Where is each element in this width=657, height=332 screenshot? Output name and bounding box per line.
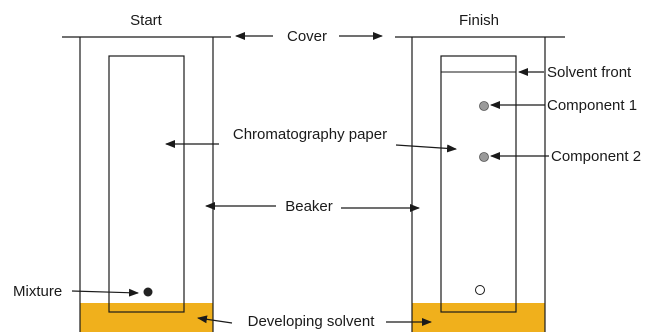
cover-label-group: Cover [235,28,383,45]
component-1-label-group: Component 1 [490,97,637,114]
chromatography-paper-label: Chromatography paper [233,126,387,143]
mixture-arrow [71,288,139,297]
beaker-label: Beaker [285,198,333,215]
origin-spot [475,285,485,295]
mixture-label-group: Mixture [13,283,139,300]
finish-heading: Finish [459,12,499,29]
component-2-spot [479,152,489,162]
paper-arrow-right [395,144,457,153]
start-chromatography-paper [108,55,185,313]
developing-solvent-label: Developing solvent [248,313,376,330]
chromatography-paper-label-group: Chromatography paper [165,126,457,153]
mixture-spot [143,287,153,297]
component-1-label: Component 1 [547,97,637,114]
developing-solvent-arrow-left [197,315,233,324]
start-beaker-group: Start [62,12,231,332]
mixture-label: Mixture [13,283,62,300]
developing-solvent-label-group: Developing solvent [197,313,432,330]
start-heading: Start [130,12,163,29]
solvent-front-label-group: Solvent front [518,64,632,81]
solvent-front-label: Solvent front [547,64,632,81]
finish-developing-solvent [412,303,545,332]
cover-label: Cover [287,28,327,45]
finish-chromatography-paper [440,55,517,313]
start-developing-solvent [80,303,213,332]
component-2-label-group: Component 2 [490,148,641,165]
beaker-label-group: Beaker [205,198,420,215]
component-1-spot [479,101,489,111]
finish-beaker-group: Finish [395,12,565,332]
component-2-label: Component 2 [551,148,641,165]
